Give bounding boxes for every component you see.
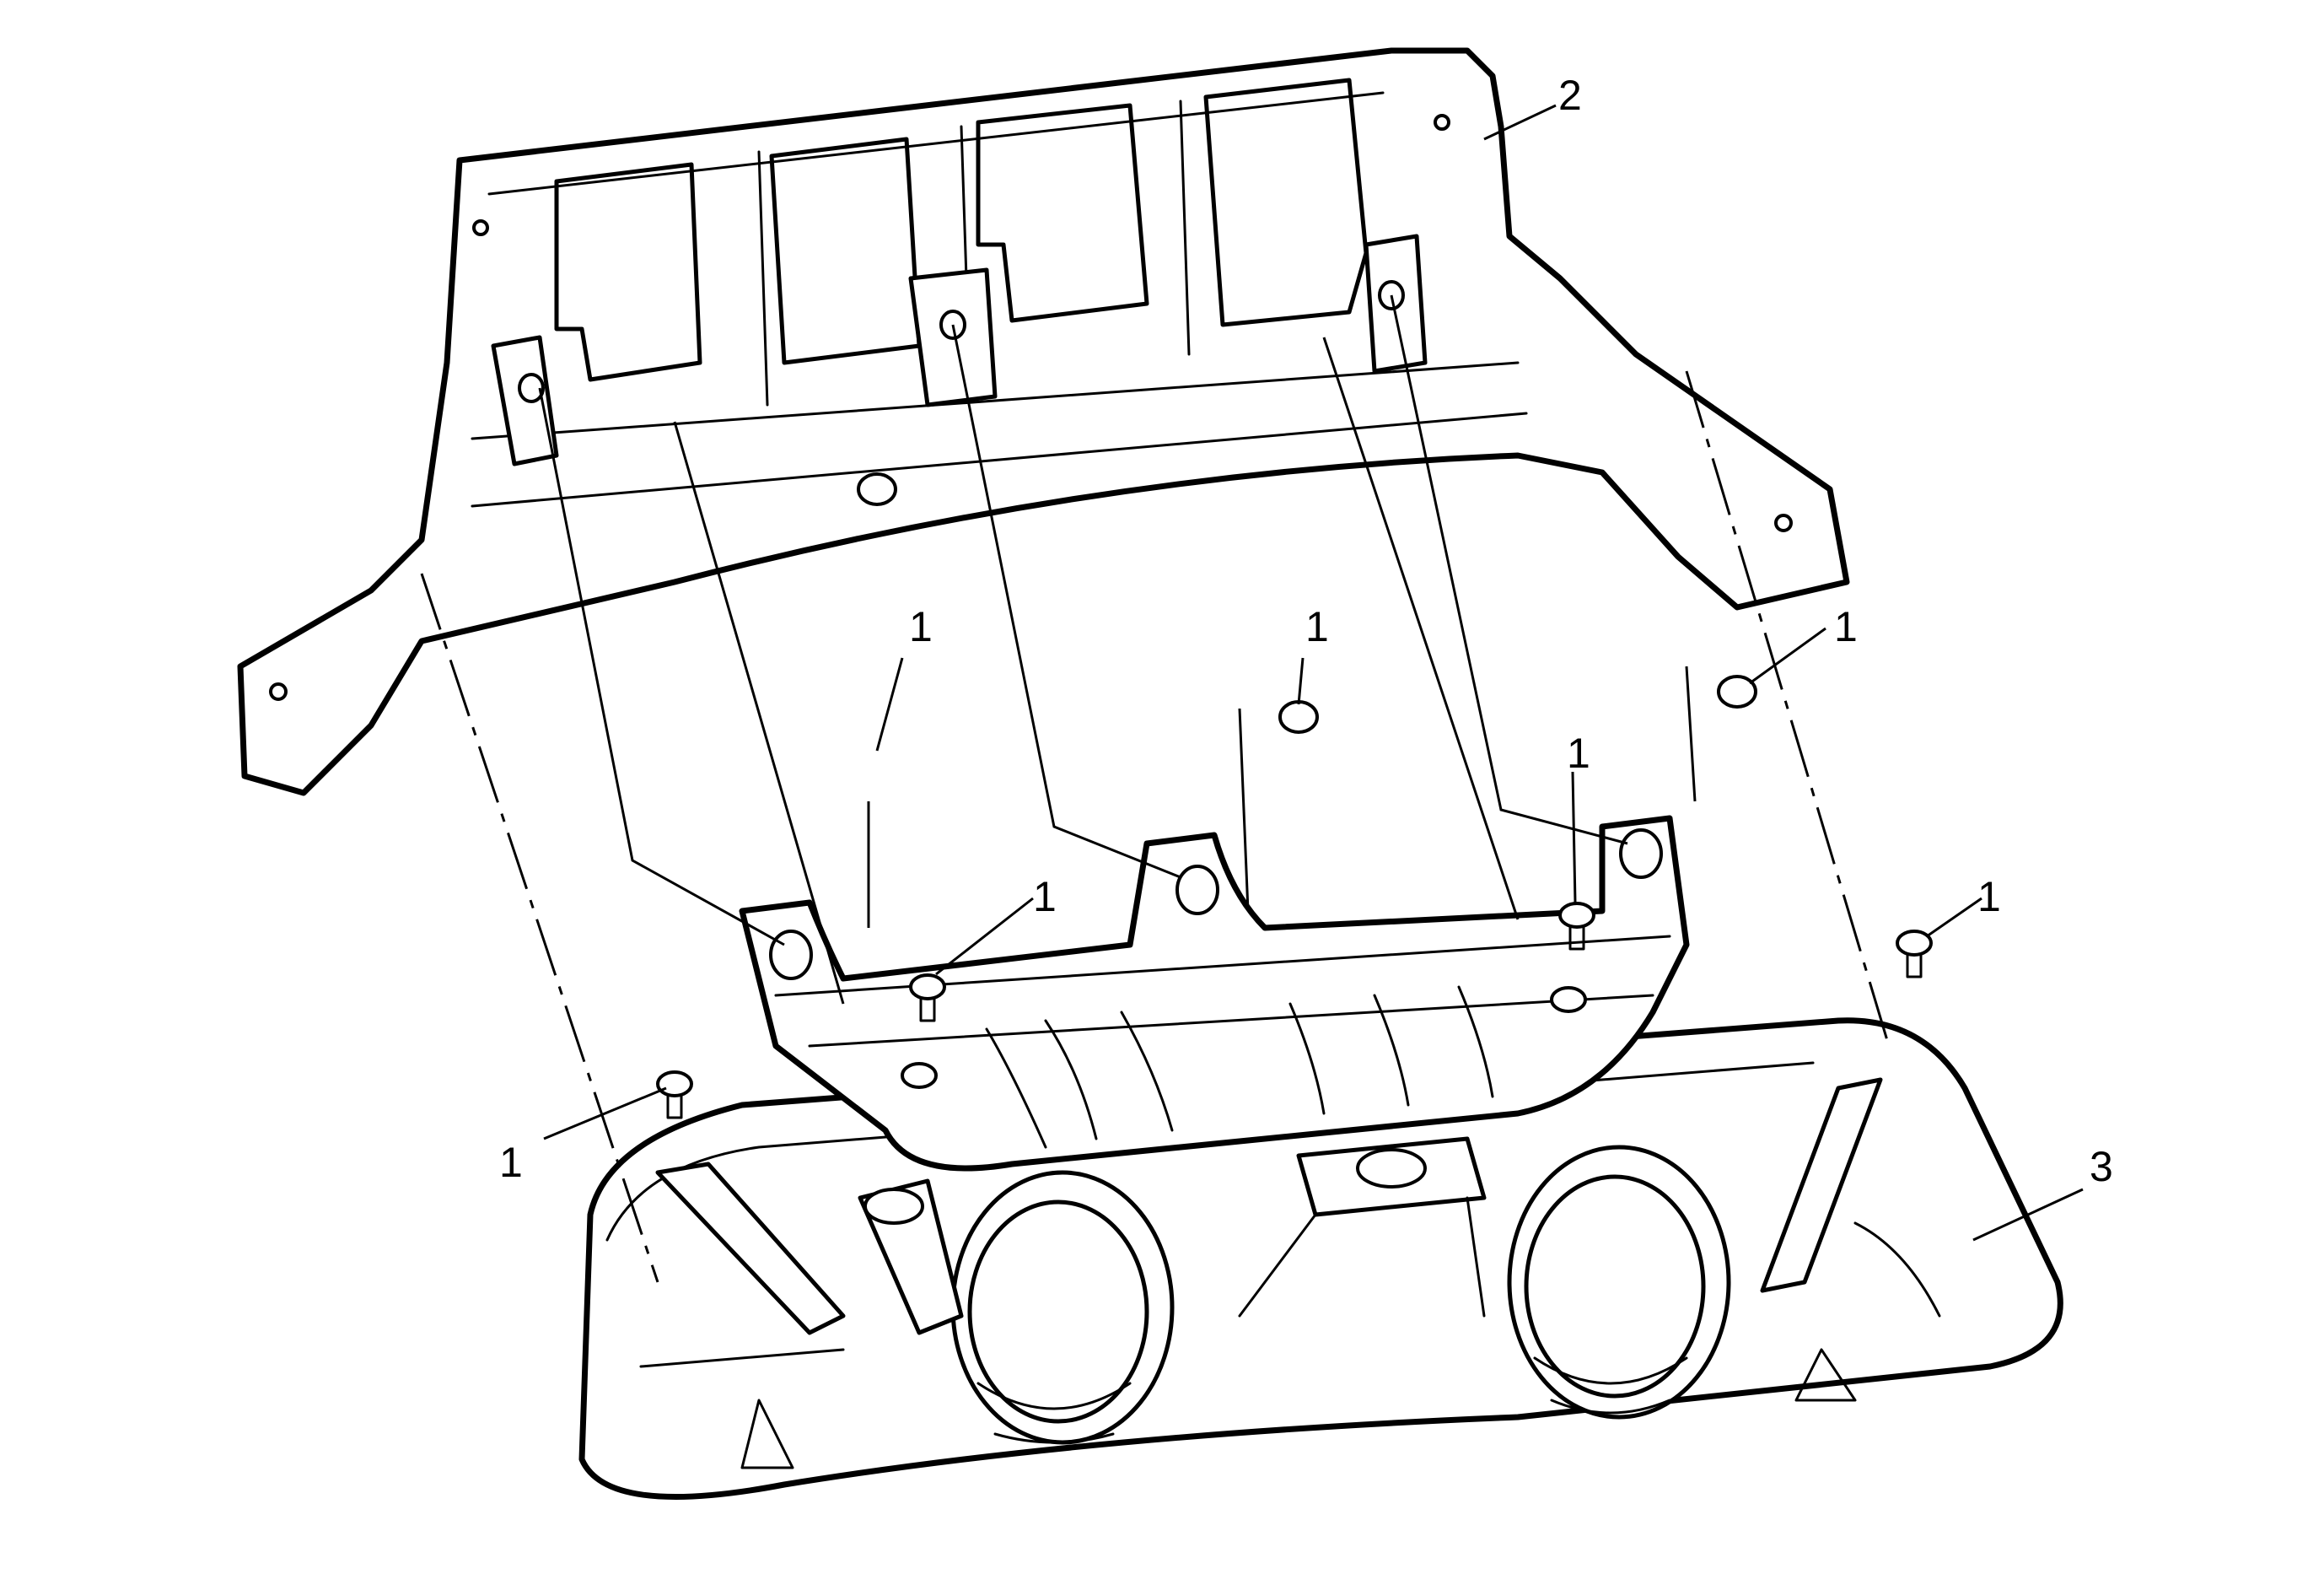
callout-1-label: 1 xyxy=(1977,873,2001,920)
clip-1-mid-right xyxy=(1558,902,1595,951)
callout-leaders xyxy=(543,104,2084,1242)
callout-1-label: 1 xyxy=(1305,603,1329,650)
callout-1-label: 1 xyxy=(1834,603,1858,650)
upper-bracket xyxy=(237,47,1850,796)
middle-bracket xyxy=(739,815,1690,1172)
callout-1-label: 1 xyxy=(909,603,933,650)
assembly-lines xyxy=(420,294,1891,1283)
clips xyxy=(656,472,1933,1119)
callout-2-label: 2 xyxy=(1558,72,1582,119)
callout-labels: 1 1 1 1 1 1 1 2 3 xyxy=(499,72,2113,1190)
callout-1-label: 1 xyxy=(1567,730,1590,777)
callout-3-label: 3 xyxy=(2090,1143,2113,1190)
clip-1-upper-center xyxy=(1278,700,1319,734)
callout-1-label: 1 xyxy=(1033,873,1057,920)
callout-1-label: 1 xyxy=(499,1139,523,1186)
clip-1-lower-left xyxy=(656,1070,693,1119)
clip-1-upper-right xyxy=(1717,675,1757,709)
clip-1-upper-left xyxy=(857,472,897,506)
clip-1-mid-left xyxy=(909,973,946,1022)
clip-1-lower-right xyxy=(1896,930,1933,978)
